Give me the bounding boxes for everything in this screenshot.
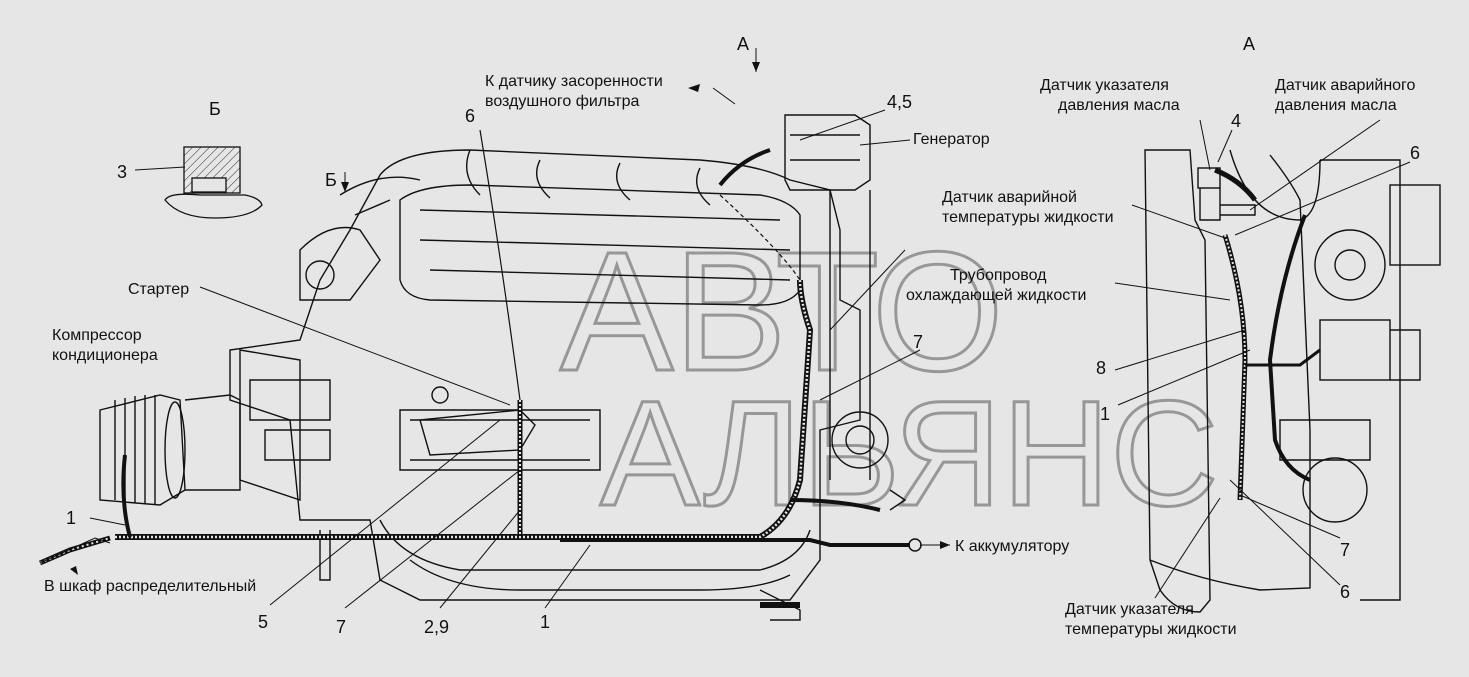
view-a-title: А — [1243, 34, 1256, 54]
callout-4-right: 4 — [1231, 111, 1242, 131]
callout-5: 5 — [258, 612, 269, 632]
watermark-line1: АВТО — [560, 217, 1004, 407]
callout-8: 8 — [1096, 358, 1107, 378]
coolant-temp-alarm-sensor-label-line1: Датчик аварийной — [942, 189, 1077, 206]
coolant-temp-gauge-sensor-label-line1: Датчик указателя — [1065, 601, 1194, 618]
callout-6-right-top: 6 — [1410, 143, 1421, 163]
starter-label: Стартер — [128, 281, 190, 298]
watermark-line2: АЛЬЯНС — [600, 369, 1218, 537]
coolant-pipe-label-line1: Трубопровод — [950, 267, 1047, 284]
view-a-harness — [1214, 167, 1321, 501]
callout-1-left: 1 — [66, 508, 77, 528]
callout-6-main: 6 — [465, 106, 476, 126]
oil-pressure-gauge-sensor-label-line2: давления масла — [1058, 97, 1180, 114]
view-b-marker: Б — [325, 170, 337, 190]
distribution-cabinet-label: В шкаф распределительный — [44, 578, 257, 595]
air-filter-sensor-label-line1: К датчику засоренности — [485, 73, 663, 90]
callout-1-right: 1 — [1100, 404, 1111, 424]
ac-compressor-label-line1: Компрессор — [52, 327, 142, 344]
callout-7-bottom: 7 — [336, 617, 347, 637]
callout-7-right: 7 — [1340, 540, 1351, 560]
view-a-marker: А — [737, 34, 750, 54]
ac-compressor-label-line2: кондиционера — [52, 347, 158, 364]
oil-pressure-gauge-sensor-label-line1: Датчик указателя — [1040, 77, 1169, 94]
callout-4-5: 4,5 — [887, 92, 913, 112]
arrowheads — [70, 62, 950, 575]
generator-label: Генератор — [913, 131, 990, 148]
callout-7-main-right: 7 — [913, 332, 924, 352]
main-harness — [39, 129, 922, 608]
callout-2-9: 2,9 — [424, 617, 450, 637]
coolant-temp-alarm-sensor-label-line2: температуры жидкости — [942, 209, 1114, 226]
to-battery-label: К аккумулятору — [955, 538, 1070, 555]
callout-6-right-bottom: 6 — [1340, 582, 1351, 602]
oil-pressure-alarm-sensor-label-line1: Датчик аварийного — [1275, 77, 1416, 94]
watermark: АВТО АЛЬЯНС — [559, 216, 1220, 539]
engine-block — [99, 114, 907, 621]
detail-b-view — [164, 146, 263, 219]
oil-pressure-alarm-sensor-label-line2: давления масла — [1275, 97, 1397, 114]
coolant-pipe-label-line2: охлаждающей жидкости — [906, 287, 1087, 304]
callout-3: 3 — [117, 162, 128, 182]
coolant-temp-gauge-sensor-label-line2: температуры жидкости — [1065, 621, 1237, 638]
air-filter-sensor-label-line2: воздушного фильтра — [485, 93, 640, 110]
leader-lines — [39, 48, 1411, 609]
callout-1-bottom: 1 — [540, 612, 551, 632]
view-b-title: Б — [209, 99, 221, 119]
